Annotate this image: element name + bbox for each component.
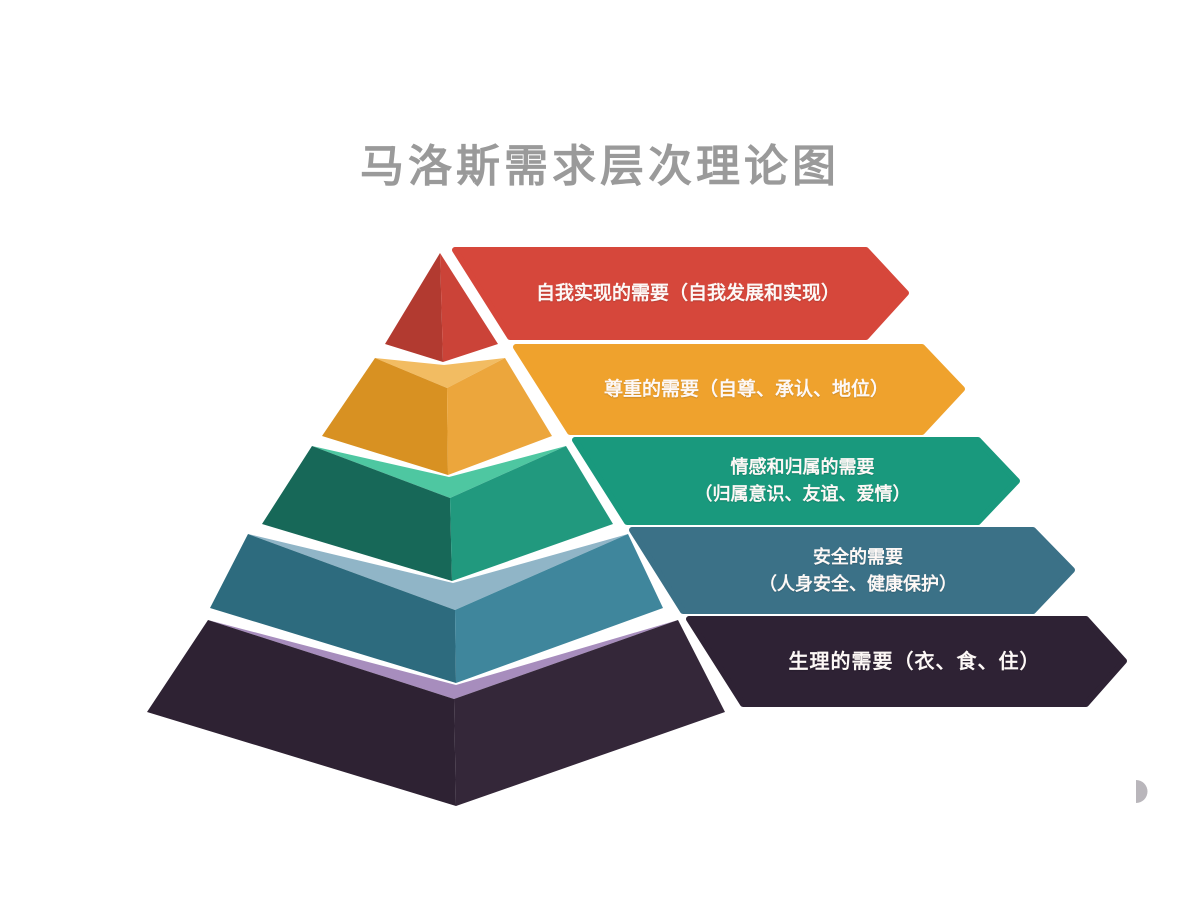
pyramid-level3-right-face — [450, 446, 613, 581]
banner-love-belonging-text-line2: （归属意识、友谊、爱情） — [694, 484, 911, 505]
pyramid-level2-left-face — [322, 358, 448, 475]
banner-esteem-shape — [513, 344, 965, 435]
pyramid-level2-right-face — [447, 358, 552, 475]
pyramid-level-esteem — [322, 358, 552, 475]
banner-safety-text-line1: 安全的需要 — [813, 546, 903, 568]
banner-love-belonging-shape — [572, 437, 1020, 525]
watermark-crescent — [1136, 780, 1148, 803]
pyramid-level4-right-face — [455, 534, 663, 683]
banner-safety-text-line2: （人身安全、健康保护） — [759, 573, 957, 595]
banner-physiological-label: 生理的需要（衣、食、住） — [743, 619, 1086, 704]
pyramid-level3-top-band — [312, 446, 566, 498]
banner-love-belonging-label: 情感和归属的需要 （归属意识、友谊、爱情） — [627, 440, 978, 522]
banner-self-actualization-text: 自我实现的需要（自我发展和实现） — [535, 282, 840, 304]
page-title: 马洛斯需求层次理论图 — [360, 141, 840, 192]
banner-physiological-text: 生理的需要（衣、食、住） — [788, 649, 1041, 673]
pyramid-level4-top-band — [248, 534, 628, 610]
pyramid-level4-left-face — [210, 534, 456, 683]
pyramid-level5-top-band — [208, 620, 678, 699]
banner-self-actualization-label: 自我实现的需要（自我发展和实现） — [510, 250, 866, 337]
pyramid-level3-left-face — [262, 446, 452, 581]
pyramid-level1-right-face — [440, 253, 498, 362]
pyramid-level1-left-face — [385, 253, 443, 362]
pyramid-level5-right-face — [454, 620, 725, 806]
pyramid-level-safety — [210, 534, 663, 683]
pyramid-level5-left-face — [147, 620, 456, 806]
banner-esteem-label: 尊重的需要（自尊、承认、地位） — [571, 347, 922, 432]
pyramid-level2-top-band — [375, 358, 505, 388]
pyramid-level-physiological — [147, 620, 725, 806]
banner-self-actualization-shape — [452, 247, 909, 340]
banner-love-belonging-text-line1: 情感和归属的需要 — [730, 457, 875, 478]
banner-esteem-text: 尊重的需要（自尊、承认、地位） — [603, 378, 889, 400]
banner-safety-shape — [629, 527, 1075, 614]
banner-physiological-shape — [686, 616, 1127, 707]
banner-safety-label: 安全的需要 （人身安全、健康保护） — [683, 530, 1033, 611]
pyramid-level-love-belonging — [262, 446, 613, 581]
pyramid-level-self-actualization — [385, 253, 498, 362]
